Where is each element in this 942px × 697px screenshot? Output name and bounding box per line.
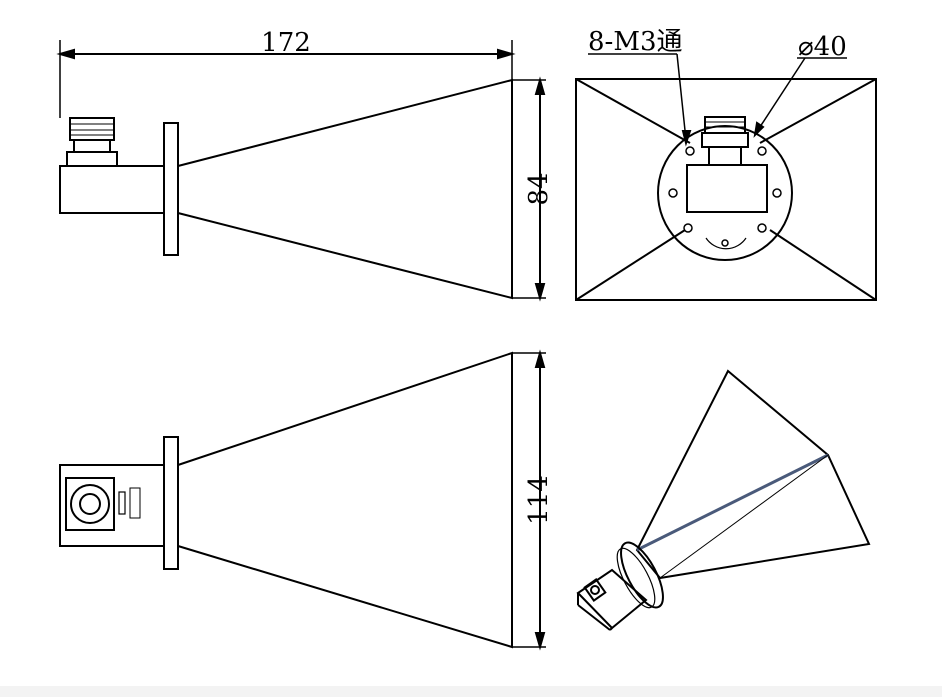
- mounting-holes: [668, 146, 782, 247]
- connector-front: [701, 116, 749, 166]
- flange-top: [163, 436, 179, 570]
- bottom-height-label: 114: [524, 475, 554, 525]
- waveguide-body: [59, 165, 165, 214]
- flange-iso: [620, 541, 664, 609]
- length-label: 172: [261, 28, 311, 58]
- dimension-side-height: [512, 76, 546, 302]
- callout-diameter: [753, 57, 847, 138]
- isometric-view: [576, 369, 871, 631]
- holes-label: 8-M3通: [588, 27, 683, 57]
- front-view: [575, 53, 877, 301]
- waveguide-iso: [576, 568, 648, 630]
- connector-side: [66, 117, 118, 167]
- flange-circle: [657, 125, 793, 261]
- waveguide-opening: [686, 164, 768, 213]
- connector-top: [65, 477, 141, 531]
- dimension-bottom-height: [512, 349, 546, 651]
- flange: [163, 122, 179, 256]
- top-view: [59, 349, 546, 651]
- aperture-outer: [575, 78, 877, 301]
- diameter-label: ⌀40: [798, 32, 847, 62]
- side-height-label: 84: [524, 172, 554, 205]
- horn-iso: [635, 369, 871, 580]
- horn-outline: [177, 78, 513, 300]
- dimension-length: [56, 40, 516, 118]
- bottom-band: [0, 686, 942, 697]
- side-view: [56, 40, 546, 302]
- horn-outline-top: [177, 351, 513, 649]
- callout-holes: [588, 53, 692, 147]
